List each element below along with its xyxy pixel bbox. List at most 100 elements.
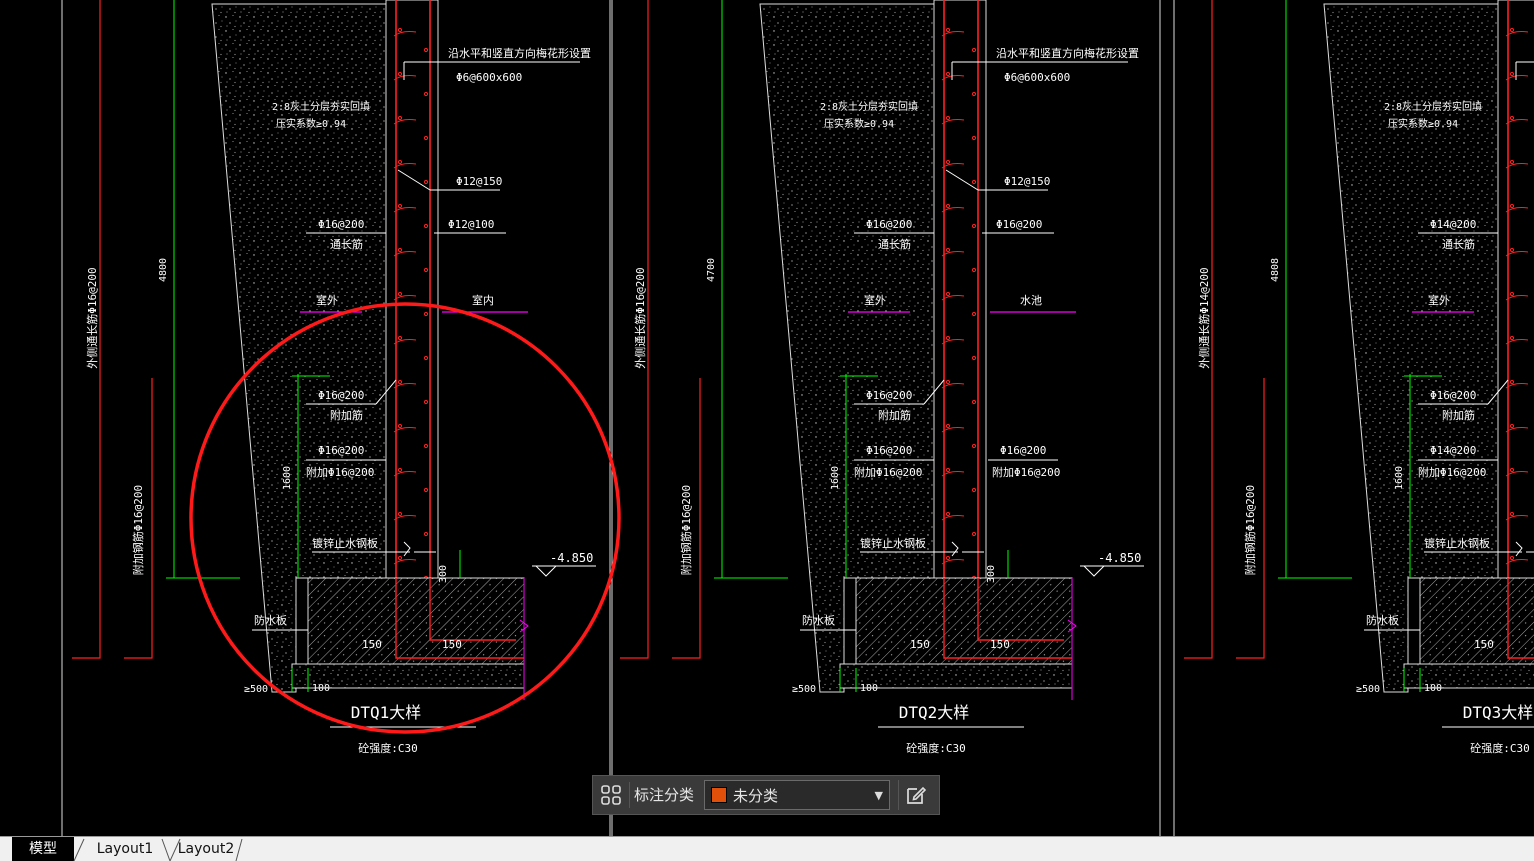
add-rebar-2-sub: 附加Φ16@200 [854,465,922,479]
rebar-dot [1509,115,1515,121]
tie-hook [1505,251,1529,257]
fill-note-1: 2:8灰土分层夯实回填 [272,100,370,113]
rebar-dot [945,555,951,561]
edit-icon[interactable] [898,780,933,810]
rebar-outline [72,0,101,659]
dim-300: 300 [986,565,997,583]
add-bar-label: 附加筋 [330,408,363,422]
rebar-dot [423,487,429,493]
rebar-dot [971,531,977,537]
dim-500: ≥500 [244,684,268,695]
dim-150-left: 150 [1474,638,1494,651]
side-rebar-long-label: 外侧通长筋Φ16@200 [85,267,99,368]
footing [307,577,525,665]
rebar-dot [397,203,403,209]
add-rebar-2-label: Φ14@200 [1430,444,1476,457]
rebar-dot [423,443,429,449]
tie-hook [393,515,417,521]
dim-100: 100 [1424,683,1442,694]
tab-layout2[interactable]: Layout2 [177,841,235,857]
tie-hook [941,427,965,433]
cushion-layer [291,663,525,689]
rebar-dot [945,115,951,121]
annotation-category-select[interactable]: 未分类 ▼ [704,780,891,810]
footing-rebar [943,578,1072,659]
footing-rebar [1507,578,1534,659]
inside-label: 水池 [1020,294,1042,307]
rebar-dot [423,223,429,229]
tab-model[interactable]: 模型 [12,837,74,861]
rebar-dot [971,47,977,53]
rebar-dot [397,423,403,429]
tie-hook [941,295,965,301]
tie-hook [941,31,965,37]
rebar-dot [423,531,429,537]
rebar-dot [423,267,429,273]
rebar-dot [945,511,951,517]
waterstop-label: 镀锌止水钢板 [860,536,926,550]
dim-100: 100 [860,683,878,694]
side-rebar-add-label: 附加钢筋Φ16@200 [679,485,693,575]
dim-300: 300 [438,565,449,583]
rebar-dot [397,467,403,473]
elevation-triangle [534,565,558,577]
height-bottom-label: 1600 [282,466,293,490]
height-top-label: 4800 [158,258,169,282]
tab-layout1[interactable]: Layout1 [96,841,154,857]
footing [1419,577,1534,665]
rebar-dot [423,47,429,53]
tie-hook [941,471,965,477]
rebar-dot [971,135,977,141]
add-rebar-2-sub: 附加Φ16@200 [1418,465,1486,479]
add-rebar-2-sub: 附加Φ16@200 [306,465,374,479]
waterproof-label: 防水板 [1366,613,1399,627]
rebar-dot [945,335,951,341]
leader-line [375,379,397,405]
rebar-dot [423,399,429,405]
tie-hook [941,119,965,125]
tie-hook [393,559,417,565]
rebar-dot [397,71,403,77]
rebar-dot [397,511,403,517]
rebar-dot [397,291,403,297]
tie-hook [393,383,417,389]
tie-hook [1505,295,1529,301]
dim-500: ≥500 [1356,684,1380,695]
waterstop-mark [403,541,411,557]
tie-note: 沿水平和竖直方向梅花形设置 [996,46,1139,60]
tie-hook [393,427,417,433]
tie-hook [393,295,417,301]
outside-label: 室外 [1428,293,1450,307]
inside-label: 室内 [472,293,494,307]
concrete-wall [1497,0,1534,579]
rebar-dot [945,291,951,297]
dim-500: ≥500 [792,684,816,695]
detail-title: DTQ2大样 [899,703,970,722]
annotation-toolbar: 标注分类 未分类 ▼ [592,775,940,815]
tie-hook [393,471,417,477]
break-mark [1067,619,1077,633]
footing-rebar [977,578,1064,641]
fill-note-2: 压实系数≥0.94 [1388,117,1458,130]
rebar-dot [423,135,429,141]
dim-150-right: 150 [990,638,1010,651]
rebar-outline [1184,0,1213,659]
dim-150-left: 150 [362,638,382,651]
height-bottom-label: 1600 [830,466,841,490]
tie-hook [393,163,417,169]
add-rebar-1-label: Φ16@200 [318,389,364,402]
rebar-dot [397,379,403,385]
dim-100: 100 [312,683,330,694]
rebar-dot [971,399,977,405]
grid-icon[interactable] [593,776,629,814]
through-bar-label: 通长筋 [1442,237,1475,251]
rebar-dot [1509,159,1515,165]
rebar-outline [124,378,153,659]
leader-line [923,379,945,405]
rebar-dot [971,91,977,97]
tie-note: 沿水平和竖直方向梅花形设置 [448,46,591,60]
tie-hook [941,515,965,521]
break-mark [519,619,529,633]
concrete-strength: 砼强度:C30 [1470,741,1530,755]
cad-drawing-canvas[interactable]: 外侧通长筋Φ16@200 附加钢筋Φ16@200 4800 1600 沿水平和竖直方向梅… [0,0,1534,836]
